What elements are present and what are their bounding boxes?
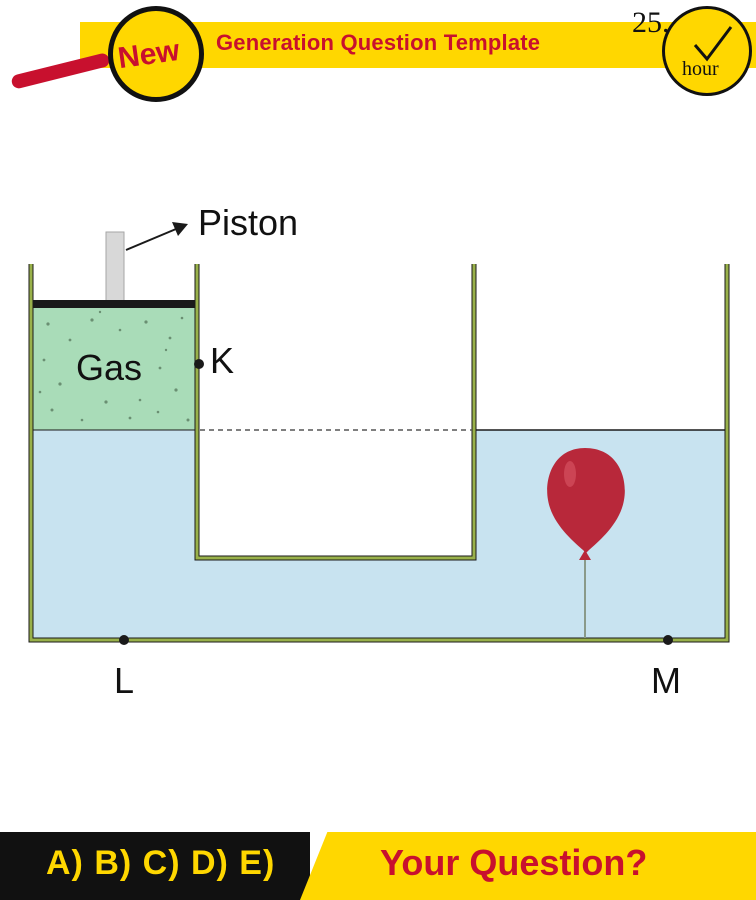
piston-label: Piston [198, 202, 299, 243]
timer-unit: hour [682, 58, 719, 80]
balloon-knot [579, 550, 591, 560]
gas-region [33, 308, 195, 430]
gas-label: Gas [76, 347, 143, 388]
gas-particles [38, 310, 190, 422]
answer-options: A) B) C) D) E) [46, 844, 276, 882]
point-m-label: M [651, 660, 681, 701]
container-outlines [28, 264, 730, 643]
point-m-dot [663, 635, 673, 645]
balloon-highlight [564, 461, 576, 487]
point-k-dot [194, 359, 204, 369]
magnifier-icon [108, 6, 204, 102]
clock-icon [662, 6, 752, 96]
piston-plate [33, 300, 195, 308]
footer-right-band [300, 832, 756, 900]
arrowhead-icon [172, 222, 188, 236]
point-l-dot [119, 635, 129, 645]
point-l-label: L [114, 660, 135, 701]
header-title: Generation Question Template [216, 30, 541, 55]
point-k-label: K [210, 340, 235, 381]
checkmark-icon [693, 26, 733, 62]
footer-left-band [0, 832, 310, 900]
question-prompt: Your Question? [380, 842, 648, 883]
piston-arrow [125, 228, 177, 251]
u-tube-diagram [28, 222, 730, 645]
timer-number: 25. [632, 6, 670, 39]
piston-rod [105, 231, 125, 303]
container-walls [29, 264, 729, 642]
